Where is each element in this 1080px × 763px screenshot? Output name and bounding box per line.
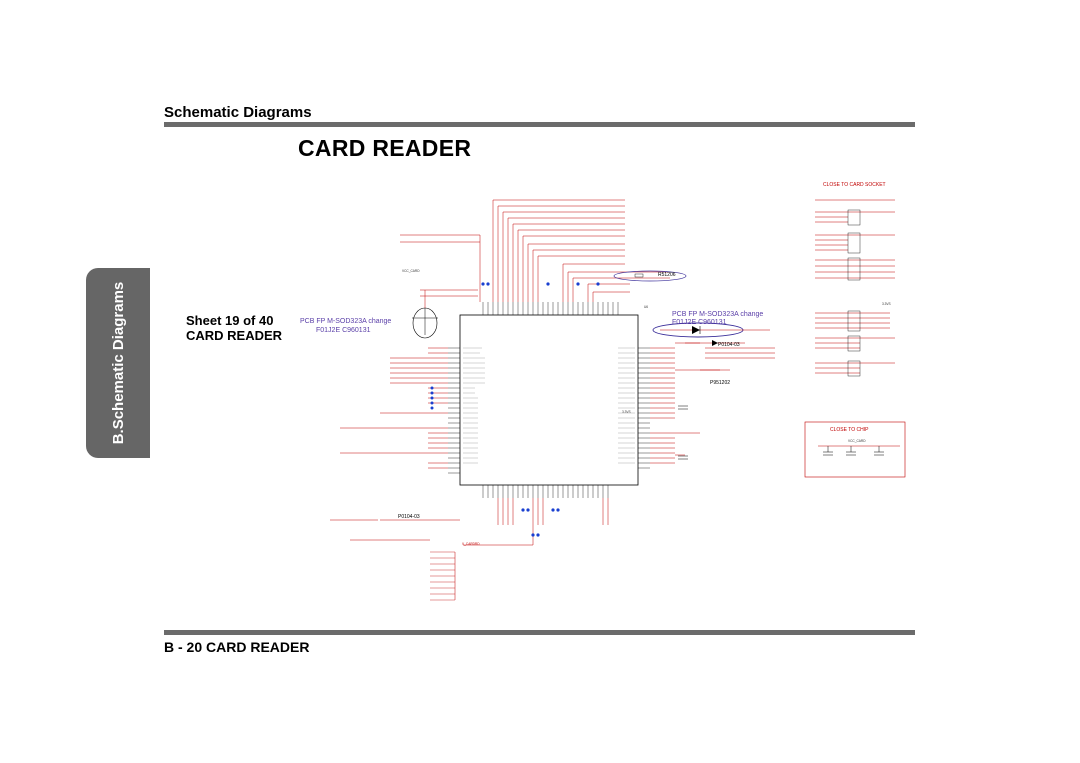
ref-p0104-top: P0104-03 bbox=[718, 342, 740, 348]
close-to-chip-caps bbox=[818, 445, 900, 456]
top-nets bbox=[400, 199, 670, 302]
u6-label: U6 bbox=[644, 305, 648, 309]
left-blue-markers bbox=[430, 386, 434, 410]
close-to-chip-label: CLOSE TO CHIP bbox=[830, 427, 869, 433]
vcc-card-left: VCC_CARD bbox=[402, 269, 420, 273]
v33-label: 3.3VS bbox=[882, 302, 891, 306]
bottom-nets bbox=[330, 498, 609, 600]
top-right-resistor-net bbox=[613, 270, 687, 282]
right-nets bbox=[650, 342, 720, 464]
chip-internal-labels bbox=[463, 347, 635, 464]
left-change-note-1: PCB FP M-SOD323A change bbox=[300, 318, 391, 325]
right-change-note-2: F01J2E C960131 bbox=[672, 319, 727, 326]
sheet-number: Sheet 19 of 40 bbox=[186, 313, 274, 328]
left-nets bbox=[340, 347, 448, 469]
bottom-divider bbox=[164, 630, 915, 635]
card-reader-chip bbox=[459, 314, 639, 486]
sheet-subtitle: CARD READER bbox=[186, 328, 283, 343]
chip-vcc-card-label: VCC_CARD bbox=[848, 439, 866, 443]
chip-right-pins bbox=[638, 347, 650, 469]
chip-bottom-pins bbox=[482, 485, 609, 498]
card-socket-res-packs bbox=[847, 209, 861, 377]
card-reader-schematic: PCB FP M-SOD323A change F01J2E C960131 P… bbox=[300, 182, 906, 601]
chip-left-pins bbox=[448, 347, 460, 474]
top-blue-markers bbox=[481, 282, 600, 286]
close-to-card-socket-label: CLOSE TO CARD SOCKET bbox=[823, 182, 886, 188]
right-capacitors bbox=[678, 405, 688, 460]
ref-p951202: P951202 bbox=[710, 380, 730, 386]
close-to-chip-box bbox=[804, 421, 906, 478]
chip-top-pins bbox=[482, 302, 619, 315]
bottom-label-stack bbox=[430, 551, 455, 601]
side-tab: B.Schematic Diagrams bbox=[86, 268, 150, 458]
right-change-note-1: PCB FP M-SOD323A change bbox=[672, 311, 763, 318]
ref-r51206: R51206 bbox=[658, 272, 676, 278]
page-title: CARD READER bbox=[298, 135, 472, 161]
bottom-blue-markers bbox=[521, 508, 560, 537]
v-cardrd-label: V_CARDRD bbox=[462, 542, 480, 546]
right-small-diode bbox=[712, 340, 718, 346]
ref-p0104-bottom: P0104-03 bbox=[398, 514, 420, 520]
left-change-note-2: F01J2E C960131 bbox=[316, 327, 371, 334]
left-diode bbox=[412, 290, 438, 339]
card-socket-resistors bbox=[815, 199, 895, 374]
section-title: Schematic Diagrams bbox=[164, 104, 312, 121]
footer-title: B - 20 CARD READER bbox=[164, 639, 310, 655]
side-tab-label: B.Schematic Diagrams bbox=[109, 281, 127, 445]
top-divider bbox=[164, 122, 915, 127]
right-diode bbox=[652, 322, 770, 338]
v33-right: 3.3VS bbox=[622, 410, 631, 414]
